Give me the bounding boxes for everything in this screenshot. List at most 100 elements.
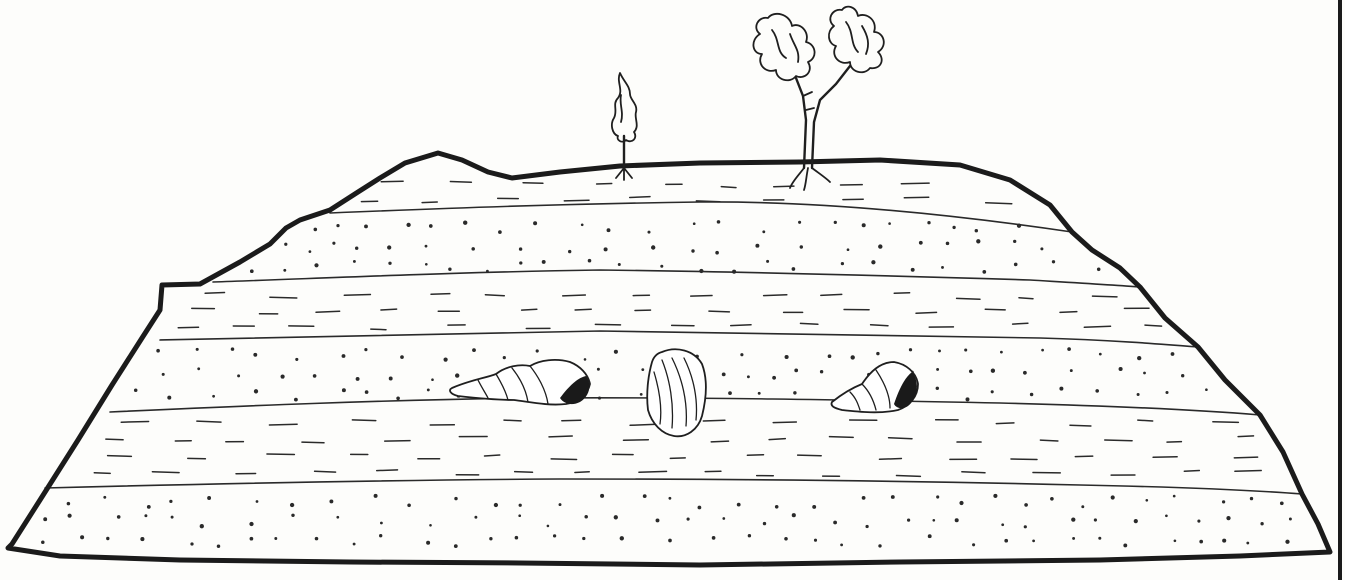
sand-grain-dot <box>314 263 318 267</box>
sand-grain-dot <box>581 223 584 226</box>
shale-dash <box>630 197 650 198</box>
sand-grain-dot <box>722 372 726 376</box>
sand-grain-dot <box>851 355 855 359</box>
sand-grain-dot <box>919 241 923 245</box>
sand-grain-dot <box>379 534 382 537</box>
sand-grain-dot <box>871 260 875 264</box>
sand-grain-dot <box>444 358 448 362</box>
sand-grain-dot <box>1030 393 1033 396</box>
shale-dash <box>152 472 179 473</box>
shale-dash <box>711 441 728 442</box>
sand-grain-dot <box>67 502 71 506</box>
sand-grain-dot <box>364 348 367 351</box>
shale-dash <box>315 471 336 472</box>
sand-grain-dot <box>283 269 286 272</box>
sand-grain-dot <box>698 506 702 510</box>
sand-grain-dot <box>1014 263 1018 267</box>
shale-dash <box>916 312 937 313</box>
sand-grain-dot <box>463 221 467 225</box>
shale-dash <box>721 187 736 188</box>
sand-grain-dot <box>1004 539 1008 543</box>
shale-dash <box>523 183 543 184</box>
sand-grain-dot <box>740 353 743 356</box>
sand-grain-dot <box>355 247 358 250</box>
sand-grain-dot <box>1081 505 1084 508</box>
sand-grain-dot <box>909 348 912 351</box>
sand-grain-dot <box>431 378 434 381</box>
sand-grain-dot <box>1094 518 1097 521</box>
sand-grain-dot <box>1134 519 1138 523</box>
sand-grain-dot <box>295 358 298 361</box>
shale-dash <box>1138 420 1153 421</box>
shale-dash <box>302 442 324 443</box>
sand-grain-dot <box>1023 371 1027 375</box>
shale-dash <box>267 454 294 455</box>
sand-grain-dot <box>542 260 546 264</box>
sand-grain-dot <box>533 221 537 225</box>
shale-dash <box>549 436 572 437</box>
sand-grain-dot <box>559 503 562 506</box>
sand-grain-dot <box>336 516 339 519</box>
shale-dash <box>880 459 902 460</box>
sand-grain-dot <box>103 496 106 499</box>
sand-grain-dot <box>171 516 174 519</box>
shale-dash <box>564 200 589 201</box>
sand-grain-dot <box>1067 347 1071 351</box>
sand-grain-dot <box>190 542 193 545</box>
sand-grain-dot <box>598 397 601 400</box>
sand-grain-dot <box>1024 503 1028 507</box>
shale-dash <box>121 422 148 423</box>
sand-grain-dot <box>374 494 378 498</box>
sand-grain-dot <box>1013 240 1016 243</box>
sand-grain-dot <box>607 228 611 232</box>
shale-dash <box>639 471 667 472</box>
sand-grain-dot <box>862 496 866 500</box>
sand-grain-dot <box>356 377 360 381</box>
shale-dash <box>1040 440 1058 441</box>
spiral-shell-icon <box>450 360 590 405</box>
sand-grain-dot <box>291 514 294 517</box>
sand-grain-dot <box>584 515 588 519</box>
sand-grain-dot <box>841 262 844 265</box>
sand-grain-dot <box>147 505 151 509</box>
sand-grain-dot <box>975 229 978 232</box>
shale-dash <box>1184 471 1199 472</box>
sand-grain-dot <box>1165 514 1168 517</box>
sand-grain-dot <box>249 522 253 526</box>
shale-dash <box>316 311 340 312</box>
shale-dash <box>773 422 796 423</box>
sand-grain-dot <box>336 224 339 227</box>
sand-grain-dot <box>693 222 696 225</box>
shale-dash <box>1093 296 1118 297</box>
sand-grain-dot <box>1173 495 1176 498</box>
sand-grain-dot <box>396 396 400 400</box>
sand-grain-dot <box>834 221 837 224</box>
sand-grain-dot <box>1285 540 1289 544</box>
sand-grain-dot <box>597 368 600 371</box>
sand-grain-dot <box>969 369 973 373</box>
sand-grain-dot <box>503 356 506 359</box>
sand-grain-dot <box>454 497 457 500</box>
sand-grain-dot <box>794 369 798 373</box>
sand-grain-dot <box>1222 539 1226 543</box>
sand-grain-dot <box>1052 260 1055 263</box>
sand-grain-dot <box>640 393 643 396</box>
shale-dash <box>595 324 620 325</box>
sand-grain-dot <box>1197 520 1200 523</box>
sand-grain-dot <box>68 514 72 518</box>
sand-grain-dot <box>1099 353 1102 356</box>
shale-dash <box>597 184 612 185</box>
sand-grain-dot <box>792 267 796 271</box>
sand-grain-dot <box>656 518 660 522</box>
sand-grain-dot <box>798 221 801 224</box>
sand-grain-dot <box>1024 525 1027 528</box>
shale-dash <box>830 437 854 438</box>
sand-grain-dot <box>993 494 997 498</box>
sand-grain-dot <box>237 374 240 377</box>
shale-dash <box>1019 298 1033 299</box>
sand-grain-dot <box>691 249 694 252</box>
sand-grain-dot <box>784 537 788 541</box>
shale-dash <box>385 441 410 442</box>
sand-grain-dot <box>775 505 779 509</box>
